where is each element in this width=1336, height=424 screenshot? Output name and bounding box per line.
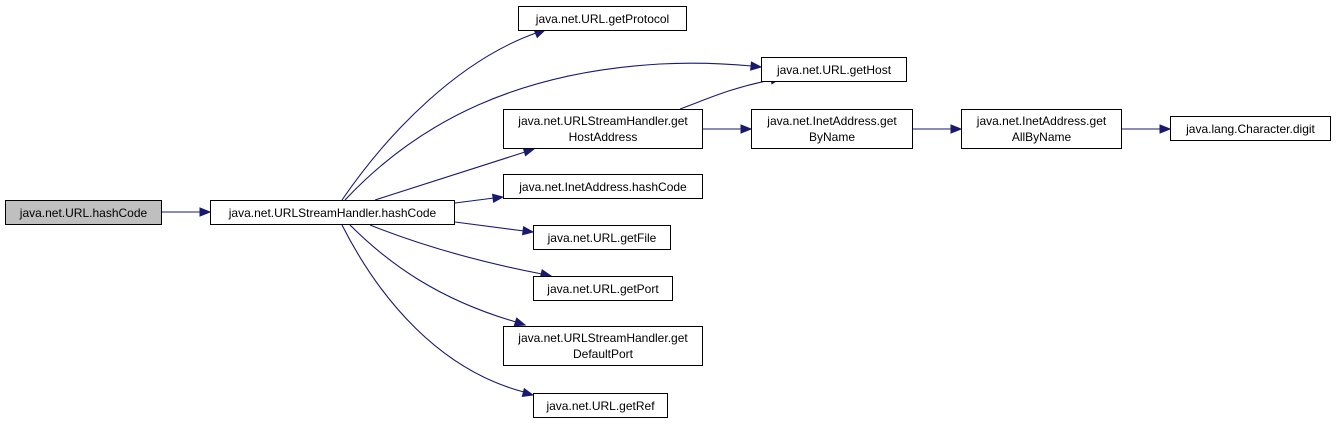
node-label: java.net.URLStreamHandler.hashCode <box>228 205 437 220</box>
edge-handler_gethostaddress-to-url_gethost <box>679 79 772 110</box>
node-label: java.net.URL.hashCode <box>19 205 148 220</box>
node-url-gethost[interactable]: java.net.URL.getHost <box>761 57 907 82</box>
node-label: java.lang.Character.digit <box>1186 121 1315 136</box>
node-url-getref[interactable]: java.net.URL.getRef <box>533 393 668 418</box>
node-label-line-1: java.net.InetAddress.get <box>976 114 1107 128</box>
node-label: java.net.InetAddress.hashCode <box>519 179 687 194</box>
node-urlstreamhandler-hashcode[interactable]: java.net.URLStreamHandler.hashCode <box>210 200 455 225</box>
node-character-digit[interactable]: java.lang.Character.digit <box>1170 116 1331 141</box>
node-label: java.net.URL.getHost <box>776 62 892 77</box>
node-inetaddress-getallbyname[interactable]: java.net.InetAddress.get AllByName <box>961 109 1122 149</box>
node-url-getport[interactable]: java.net.URL.getPort <box>533 276 673 301</box>
node-label: java.net.URL.getPort <box>547 281 659 296</box>
node-inetaddress-getbyname[interactable]: java.net.InetAddress.get ByName <box>751 109 913 149</box>
edge-handler_hashcode-to-inetaddress_hashcode <box>454 197 495 204</box>
arrowhead-url_getprotocol <box>533 29 547 39</box>
node-label-group: java.net.URLStreamHandler.get DefaultPor… <box>518 330 687 362</box>
node-label: java.net.URL.getProtocol <box>535 11 670 26</box>
edge-handler_hashcode-to-handler_gethostaddress <box>374 151 526 201</box>
arrowhead-inetaddress_getbyname <box>740 124 753 134</box>
arrowhead-character_digit <box>1159 124 1172 134</box>
arrowhead-handler_gethostaddress <box>522 147 536 157</box>
node-urlstreamhandler-gethostaddress[interactable]: java.net.URLStreamHandler.get HostAddres… <box>503 109 703 149</box>
node-label-line-2: DefaultPort <box>572 347 634 361</box>
edge-handler_hashcode-to-url_gethost <box>344 62 753 201</box>
arrowhead-url_getfile <box>521 225 535 236</box>
edge-handler_hashcode-to-url_getfile <box>454 221 525 232</box>
node-label-line-1: java.net.InetAddress.get <box>767 114 897 128</box>
node-inetaddress-hashcode[interactable]: java.net.InetAddress.hashCode <box>503 174 703 199</box>
node-label-line-1: java.net.URLStreamHandler.get <box>518 331 688 345</box>
arrowhead-inetaddress_hashcode <box>491 193 505 204</box>
edge-handler_hashcode-to-url_getprotocol <box>341 32 537 201</box>
node-url-hashcode: java.net.URL.hashCode <box>5 200 162 225</box>
node-label-group: java.net.URLStreamHandler.get HostAddres… <box>518 113 687 145</box>
edge-handler_hashcode-to-url_getport <box>369 224 543 275</box>
node-label-line-2: HostAddress <box>568 130 638 144</box>
arrowhead-url_getref <box>521 387 535 398</box>
node-label-group: java.net.InetAddress.get ByName <box>767 113 896 145</box>
arrowhead-handler_hashcode <box>199 207 212 217</box>
node-urlstreamhandler-getdefaultport[interactable]: java.net.URLStreamHandler.get DefaultPor… <box>503 326 703 366</box>
arrowhead-inetaddress_getallbyname <box>950 124 963 134</box>
node-label: java.net.URL.getFile <box>547 230 657 245</box>
arrowhead-url_gethost <box>750 61 763 71</box>
node-label-line-1: java.net.URLStreamHandler.get <box>518 114 688 128</box>
edge-handler_hashcode-to-url_getref <box>341 224 525 393</box>
node-label-group: java.net.InetAddress.get AllByName <box>977 113 1106 145</box>
node-url-getprotocol[interactable]: java.net.URL.getProtocol <box>518 6 687 31</box>
arrowhead-handler_getdefaultport <box>513 317 527 327</box>
node-label: java.net.URL.getRef <box>546 398 655 413</box>
node-url-getfile[interactable]: java.net.URL.getFile <box>533 225 671 250</box>
node-label-line-2: ByName <box>808 130 855 144</box>
node-label-line-2: AllByName <box>1011 130 1072 144</box>
edge-handler_hashcode-to-handler_getdefaultport <box>349 224 517 323</box>
